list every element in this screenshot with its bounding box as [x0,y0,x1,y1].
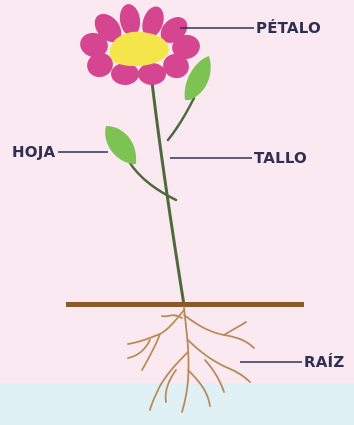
stem-label: TALLO [254,149,307,167]
petal-label: PÉTALO [256,19,321,37]
stem-branch-left [128,160,176,200]
leaf-right [185,56,211,100]
leaf-label: HOJA [12,143,55,161]
stem [152,82,184,305]
leaf-left [105,126,136,164]
soil-background [0,383,354,425]
pointer-lines [58,28,302,362]
root-label: RAÍZ [304,353,344,371]
stem-branch-right [168,98,194,140]
ground-line [66,302,304,307]
